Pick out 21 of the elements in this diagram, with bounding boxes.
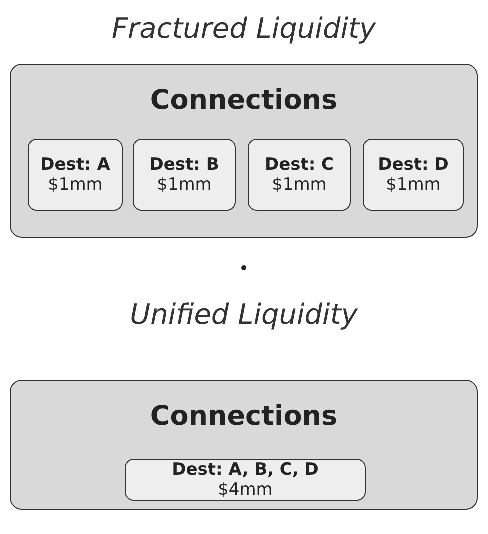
section-title: Unified Liquidity (130, 298, 358, 331)
connections-panel (10, 64, 478, 238)
panel-heading: Connections (149, 85, 339, 116)
destination-card (125, 459, 366, 501)
destination-name: Dest: D (378, 155, 449, 175)
destination-card (28, 139, 123, 211)
destination-card (133, 139, 236, 211)
amount-text: $1mm (157, 175, 212, 195)
destination-name: Dest: B (150, 155, 220, 175)
destination-name: Dest: C (264, 155, 334, 175)
destination-name: Dest: A, B, C, D (172, 460, 319, 480)
section-title: Fractured Liquidity (112, 12, 376, 45)
panel-heading: Connections (149, 401, 339, 432)
amount-text: $1mm (48, 175, 103, 195)
amount-text: $4mm (218, 480, 273, 500)
amount-text: $1mm (272, 175, 327, 195)
destination-name: Dest: A (40, 155, 110, 175)
destination-card (248, 139, 351, 211)
destination-card (363, 139, 464, 211)
amount-text: $1mm (386, 175, 441, 195)
connections-panel (10, 380, 478, 510)
